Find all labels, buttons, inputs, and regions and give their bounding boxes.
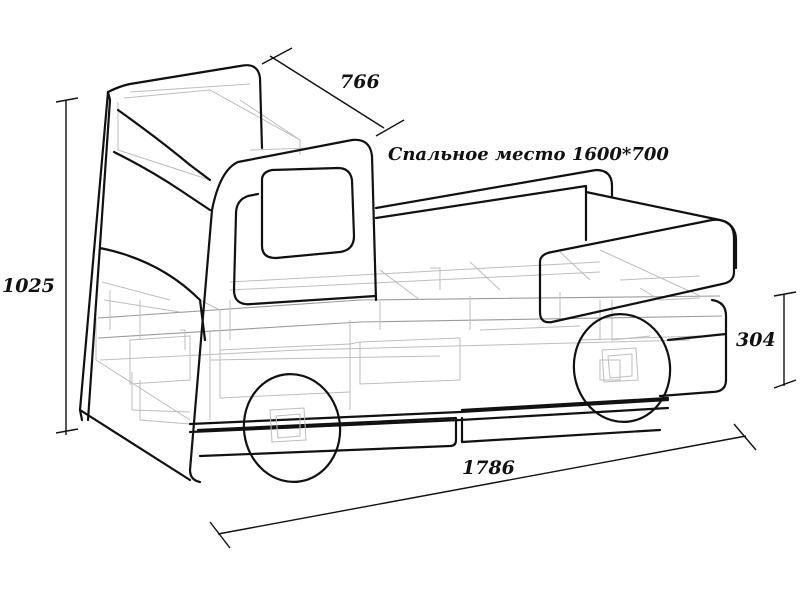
dimension-side-height [773,291,797,389]
dimension-label-side-height: 304 [736,329,776,351]
dimension-length [209,423,757,549]
dimension-label-height: 1025 [2,275,55,297]
sleeping-area-caption: Спальное место 1600*700 [388,144,669,165]
wheel-front [242,373,342,483]
dimension-label-length: 1786 [462,457,515,479]
truck-outline [78,64,738,484]
dimension-label-depth: 766 [340,71,380,93]
dimension-depth [261,47,405,137]
dimension-height [55,97,79,435]
wheel-rear [572,313,672,423]
hidden-construction-lines [95,83,723,425]
